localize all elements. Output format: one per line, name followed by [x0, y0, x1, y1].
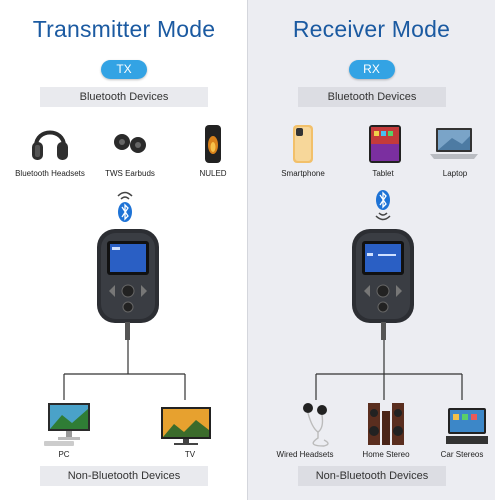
tx-non-bluetooth-devices-label: Non-Bluetooth Devices	[40, 466, 208, 486]
transmitter-panel: Transmitter Mode TX Bluetooth Devices Bl…	[15, 16, 227, 486]
panel-divider	[247, 0, 248, 500]
tx-device-label-tv: TV	[184, 450, 196, 459]
headphones-icon	[30, 120, 70, 164]
rx-device-label-home-stereo: Home Stereo	[362, 450, 410, 459]
bluetooth-icon	[372, 188, 394, 224]
receiver-title: Receiver Mode	[292, 16, 451, 42]
earbuds-icon	[113, 128, 147, 158]
wired-headset-icon	[298, 402, 338, 448]
tx-device-label-headsets: Bluetooth Headsets	[15, 169, 85, 178]
smartphone-icon	[292, 124, 314, 164]
tv-icon	[160, 406, 212, 446]
car-stereo-icon	[444, 406, 490, 446]
tx-bluetooth-devices-label: Bluetooth Devices	[40, 87, 208, 107]
tx-device-label-earbuds: TWS Earbuds	[105, 169, 155, 178]
rx-non-bluetooth-devices-label: Non-Bluetooth Devices	[298, 466, 446, 486]
rx-device-label-smartphone: Smartphone	[281, 169, 325, 178]
tx-cable-lines	[63, 322, 186, 400]
speaker-lantern-icon	[202, 123, 224, 165]
transmitter-title: Transmitter Mode	[32, 16, 216, 42]
pc-icon	[42, 401, 96, 447]
rx-badge: RX	[348, 60, 395, 79]
tx-badge: TX	[101, 60, 147, 79]
home-stereo-icon	[366, 401, 406, 447]
rx-device-label-tablet: Tablet	[372, 169, 394, 178]
tablet-icon	[368, 124, 402, 164]
tx-device-label-nuled: NULED	[199, 169, 227, 178]
bluetooth-adapter-device	[350, 227, 416, 325]
rx-device-label-laptop: Laptop	[442, 169, 468, 178]
tx-device-label-pc: PC	[58, 450, 70, 459]
bluetooth-adapter-device	[95, 227, 161, 325]
rx-device-label-wired-headsets: Wired Headsets	[276, 450, 334, 459]
rx-cable-lines	[315, 322, 463, 400]
laptop-icon	[428, 126, 480, 162]
rx-bluetooth-devices-label: Bluetooth Devices	[298, 87, 446, 107]
receiver-panel: Receiver Mode RX Bluetooth Devices Smart…	[248, 0, 495, 500]
bluetooth-icon	[114, 188, 136, 224]
rx-device-label-car-stereos: Car Stereos	[440, 450, 484, 459]
